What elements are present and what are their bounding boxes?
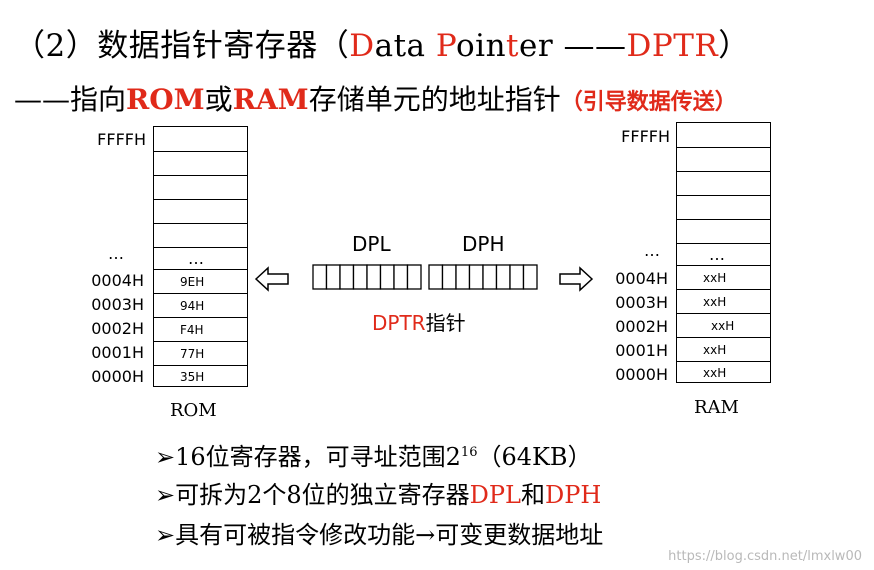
subtitle-rom: ROM bbox=[126, 83, 205, 116]
ram-top-address: FFFFH bbox=[621, 127, 670, 146]
bullet-item-3: ➢具有可被指令修改功能→可变更数据地址 bbox=[155, 515, 603, 550]
ram-cell bbox=[677, 219, 770, 243]
rom-dots-address: … bbox=[108, 244, 124, 263]
ram-cell-dots: … bbox=[677, 243, 770, 265]
dph-bit-cell bbox=[522, 264, 538, 290]
title-pointer-rest: er —— bbox=[519, 28, 627, 64]
subtitle-ram: RAM bbox=[232, 83, 309, 116]
dpl-bit-cell bbox=[339, 264, 355, 290]
title-suffix: ） bbox=[718, 28, 750, 64]
rom-cell-0002: F4H bbox=[154, 317, 247, 341]
rom-cell-0003: 94H bbox=[154, 293, 247, 317]
subtitle-rest: 存储单元的地址指针 bbox=[308, 83, 561, 116]
dpl-bit-cell bbox=[379, 264, 395, 290]
dph-bit-cell bbox=[455, 264, 471, 290]
ram-cell-top bbox=[677, 123, 770, 147]
title-data-initial: D bbox=[349, 28, 375, 64]
bullet-mid: 和 bbox=[520, 481, 545, 509]
dpl-bit-cell bbox=[366, 264, 382, 290]
bullet-text: 具有可被指令修改功能→可变更数据地址 bbox=[175, 521, 604, 549]
rom-top-address: FFFFH bbox=[97, 130, 146, 149]
rom-label: ROM bbox=[170, 400, 217, 421]
bullet-text: 可拆为2个8位的独立寄存器 bbox=[175, 481, 470, 509]
dptr-register bbox=[312, 264, 538, 290]
rom-memory-column: … 9EH 94H F4H 77H 35H bbox=[153, 126, 248, 387]
rom-address-0004: 0004H bbox=[91, 271, 144, 290]
bullet-marker: ➢ bbox=[155, 521, 176, 549]
ram-cell-0001: xxH bbox=[677, 337, 770, 361]
subtitle: ——指向ROM或RAM存储单元的地址指针（引导数据传送） bbox=[14, 78, 737, 118]
ram-cell bbox=[677, 171, 770, 195]
ram-cell-0003: xxH bbox=[677, 289, 770, 313]
rom-cell-0000: 35H bbox=[154, 365, 247, 387]
dph-bit-cell bbox=[495, 264, 511, 290]
rom-cell bbox=[154, 175, 247, 199]
bullet-after: （64KB） bbox=[477, 443, 592, 471]
dph-bit-cell bbox=[482, 264, 498, 290]
dph-bit-cell bbox=[428, 264, 444, 290]
bullet-item-1: ➢16位寄存器，可寻址范围216（64KB） bbox=[155, 437, 592, 472]
dpl-bit-cells bbox=[312, 264, 422, 290]
bullet-dpl: DPL bbox=[469, 481, 521, 509]
subtitle-prefix: ——指向 bbox=[14, 83, 127, 116]
rom-cell-0004: 9EH bbox=[154, 269, 247, 293]
dpl-label: DPL bbox=[352, 232, 391, 256]
ram-memory-column: … xxH xxH xxH xxH xxH bbox=[676, 122, 771, 383]
page-title: （2）数据指针寄存器（Data Pointer ——DPTR） bbox=[14, 20, 750, 65]
dpl-bit-cell bbox=[352, 264, 368, 290]
rom-address-0002: 0002H bbox=[91, 319, 144, 338]
title-prefix: （2）数据指针寄存器（ bbox=[14, 28, 350, 64]
dph-bit-cells bbox=[428, 264, 538, 290]
dph-label: DPH bbox=[462, 232, 505, 256]
rom-address-0001: 0001H bbox=[91, 343, 144, 362]
dptr-caption-rest: 指针 bbox=[425, 311, 466, 335]
arrow-left-icon bbox=[254, 266, 289, 292]
ram-address-0002: 0002H bbox=[615, 317, 668, 336]
rom-cell bbox=[154, 223, 247, 247]
dptr-caption: DPTR指针 bbox=[372, 307, 466, 336]
dph-bit-cell bbox=[468, 264, 484, 290]
ram-address-0001: 0001H bbox=[615, 341, 668, 360]
subtitle-or: 或 bbox=[204, 83, 233, 116]
rom-cell bbox=[154, 199, 247, 223]
ram-address-0000: 0000H bbox=[615, 365, 668, 384]
ram-cell-0004: xxH bbox=[677, 265, 770, 289]
bullet-dph: DPH bbox=[544, 481, 602, 509]
title-dptr: DPTR bbox=[626, 28, 719, 64]
dph-bit-cell bbox=[441, 264, 457, 290]
title-pointer-initial: P bbox=[435, 28, 456, 64]
ram-address-0004: 0004H bbox=[615, 269, 668, 288]
rom-address-0000: 0000H bbox=[91, 367, 144, 386]
ram-cell-0000: xxH bbox=[677, 361, 770, 383]
ram-dots-address: … bbox=[644, 241, 660, 260]
ram-cell bbox=[677, 147, 770, 171]
bullet-marker: ➢ bbox=[155, 443, 176, 471]
bullet-text: 16位寄存器，可寻址范围2 bbox=[175, 443, 461, 471]
ram-label: RAM bbox=[694, 397, 739, 418]
dph-bit-cell bbox=[509, 264, 525, 290]
title-pointer-mid: oin bbox=[455, 28, 507, 64]
title-data-rest: ata bbox=[374, 28, 436, 64]
bullet-superscript: 16 bbox=[460, 445, 478, 460]
dpl-bit-cell bbox=[312, 264, 328, 290]
watermark: https://blog.csdn.net/lmxlw00 bbox=[668, 549, 862, 564]
bullet-item-2: ➢可拆为2个8位的独立寄存器DPL和DPH bbox=[155, 475, 601, 510]
rom-cell-dots: … bbox=[154, 247, 247, 269]
rom-address-0003: 0003H bbox=[91, 295, 144, 314]
rom-cell bbox=[154, 151, 247, 175]
dptr-caption-red: DPTR bbox=[372, 311, 426, 335]
ram-cell-0002: xxH bbox=[677, 313, 770, 337]
dpl-bit-cell bbox=[393, 264, 409, 290]
arrow-right-icon bbox=[559, 266, 594, 292]
rom-cell-top bbox=[154, 127, 247, 151]
title-pointer-t: t bbox=[506, 28, 519, 64]
rom-cell-0001: 77H bbox=[154, 341, 247, 365]
dpl-bit-cell bbox=[406, 264, 422, 290]
ram-cell bbox=[677, 195, 770, 219]
subtitle-note: （引导数据传送） bbox=[560, 89, 737, 115]
dpl-bit-cell bbox=[325, 264, 341, 290]
bullet-marker: ➢ bbox=[155, 481, 176, 509]
ram-address-0003: 0003H bbox=[615, 293, 668, 312]
